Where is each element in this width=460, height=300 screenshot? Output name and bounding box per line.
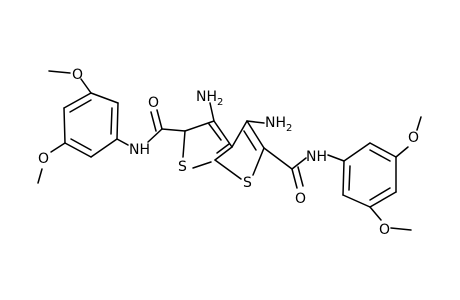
- nh2-label-left: NH2: [196, 89, 223, 108]
- thienothiophene-core: [182, 120, 265, 180]
- bond-c2-cco: [161, 128, 186, 132]
- bond-rring-5-inner: [369, 149, 391, 162]
- methoxy-oxygen-left-top: O: [72, 67, 83, 83]
- bond-rring-1: [342, 160, 345, 196]
- methoxy-oxygen-left-bottom: O: [38, 151, 49, 167]
- bond-lring-5: [64, 142, 92, 158]
- bond-c2-s1: [182, 130, 186, 158]
- bond-lome-bottom-ch3: [37, 168, 43, 184]
- bond-lring-1-inner: [110, 107, 113, 135]
- bond-c3a-c3: [213, 120, 233, 148]
- bond-rring-5: [369, 142, 397, 158]
- bond-lring-3: [63, 92, 92, 109]
- bond-rome-bottom-ch3: [390, 227, 412, 231]
- carbonyl-oxygen-left: O: [148, 95, 159, 111]
- bond-rome-top-ch3: [416, 116, 422, 131]
- bond-rring-3-inner: [369, 187, 391, 201]
- bond-s4-c6a: [214, 159, 242, 180]
- atom-labels: NH2 NH2 O O NH NH S S O O O O: [38, 67, 419, 238]
- amide-nh-left: NH: [129, 142, 150, 158]
- bond-c3-c3-inner: [208, 123, 222, 141]
- bond-rring-3: [369, 191, 397, 208]
- bond-lome-top-ch3: [48, 70, 71, 74]
- methoxy-oxygen-right-bottom: O: [379, 222, 390, 238]
- bond-c5-cco: [263, 147, 293, 170]
- bond-c3-c2: [184, 120, 215, 132]
- ring-sulfur-right: S: [243, 175, 252, 191]
- bond-co-right-a: [291, 168, 298, 189]
- right-dimethoxyphenyl: [342, 116, 422, 231]
- amino-groups: [209, 102, 265, 124]
- bond-co-left-a: [156, 109, 163, 130]
- bond-c6a-c3a: [214, 146, 233, 161]
- bond-rring-2: [342, 194, 371, 208]
- bond-cco-nh-right: [291, 157, 307, 170]
- right-carboxamide: [263, 147, 345, 189]
- bond-lring-3-inner: [69, 99, 92, 113]
- bond-lring-2: [90, 92, 119, 104]
- bond-c4-nh2: [246, 120, 265, 124]
- bond-nh-aryl-left: [116, 138, 129, 146]
- bond-rring-6: [343, 142, 371, 162]
- amide-nh-right: NH: [306, 149, 327, 165]
- bond-cco-nh-left: [147, 128, 163, 143]
- bond-lring-ome-bottom: [50, 142, 66, 153]
- bond-co-left-b: [150, 111, 157, 132]
- bond-c5-s4: [252, 147, 265, 176]
- bond-c3-nh2: [209, 102, 215, 122]
- bond-rring-1-inner: [348, 165, 351, 191]
- bond-rring-ome-bottom: [369, 206, 382, 221]
- bond-lring-6: [90, 138, 118, 158]
- nh2-label-right: NH2: [265, 115, 292, 134]
- bond-co-right-b: [297, 166, 304, 187]
- bond-c4-c5-inner: [243, 130, 257, 151]
- bond-lring-ome-top: [80, 78, 92, 94]
- left-carboxamide: [116, 109, 186, 146]
- bond-s1-c6a: [192, 161, 212, 169]
- bond-c4-c5: [246, 120, 265, 149]
- bond-lring-1: [116, 102, 119, 140]
- left-dimethoxyphenyl: [37, 70, 119, 184]
- bond-nh-aryl-right: [327, 154, 345, 162]
- carbonyl-oxygen-right: O: [295, 191, 306, 207]
- ring-sulfur-left: S: [178, 159, 187, 175]
- bond-lring-5-inner: [70, 138, 92, 151]
- methoxy-oxygen-right-top: O: [408, 130, 419, 146]
- bond-c6a-c3a-inner: [216, 143, 230, 154]
- bond-c3a-c4: [231, 120, 248, 148]
- bond-rring-ome-top: [395, 146, 409, 158]
- bond-lring-4: [63, 107, 66, 144]
